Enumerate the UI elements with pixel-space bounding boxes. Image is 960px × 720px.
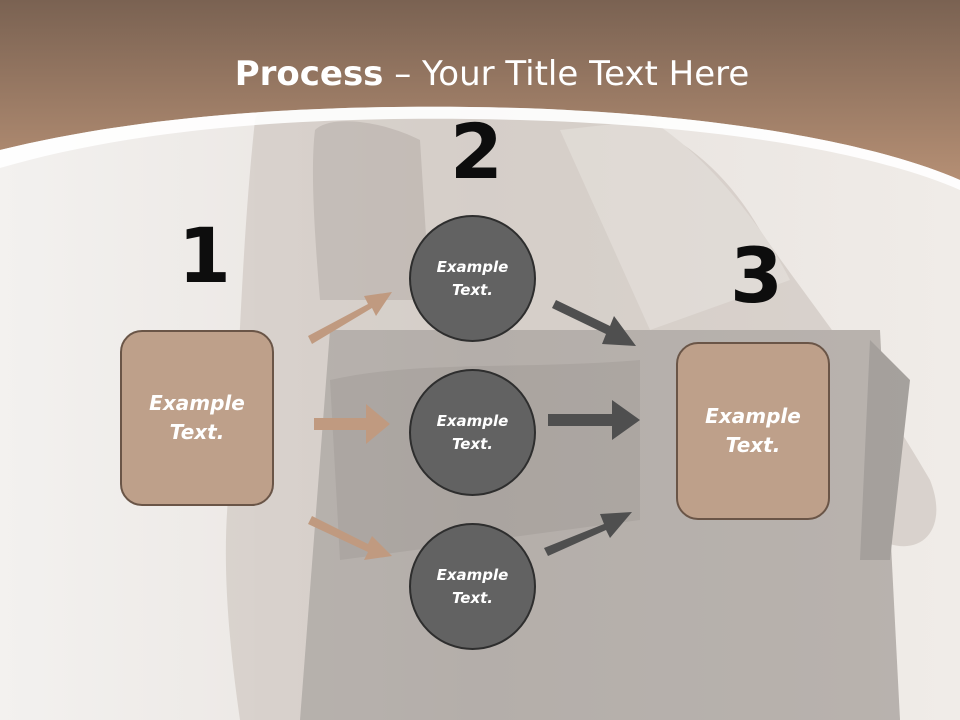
arrow-right [314, 404, 390, 444]
right-box-text: Example Text. [705, 404, 801, 457]
step-number-1: 1 [178, 211, 231, 300]
circle-top: Example Text. [409, 215, 536, 342]
slide-title: Process – Your Title Text Here [0, 52, 960, 96]
circle-middle: Example Text. [409, 369, 536, 496]
header-band [0, 0, 960, 180]
dark-arrows [544, 300, 640, 556]
tan-arrows [308, 292, 392, 560]
circle-middle-text: Example Text. [436, 411, 509, 453]
arrow-up-right-dark [544, 512, 632, 556]
arrow-right-dark [548, 400, 640, 440]
circle-top-text: Example Text. [436, 257, 509, 299]
left-box-text: Example Text. [149, 391, 245, 444]
step-number-3: 3 [730, 231, 783, 320]
left-box: Example Text. [120, 330, 274, 506]
step-number-2: 2 [450, 107, 503, 196]
right-box: Example Text. [676, 342, 830, 520]
circle-bottom: Example Text. [409, 523, 536, 650]
title-bold: Process [234, 54, 384, 94]
title-rest: – Your Title Text Here [383, 54, 750, 94]
arrow-down-right-dark [552, 300, 636, 346]
arrow-down-right [308, 516, 392, 560]
arrow-up-right [308, 292, 392, 344]
circle-bottom-text: Example Text. [436, 565, 509, 607]
